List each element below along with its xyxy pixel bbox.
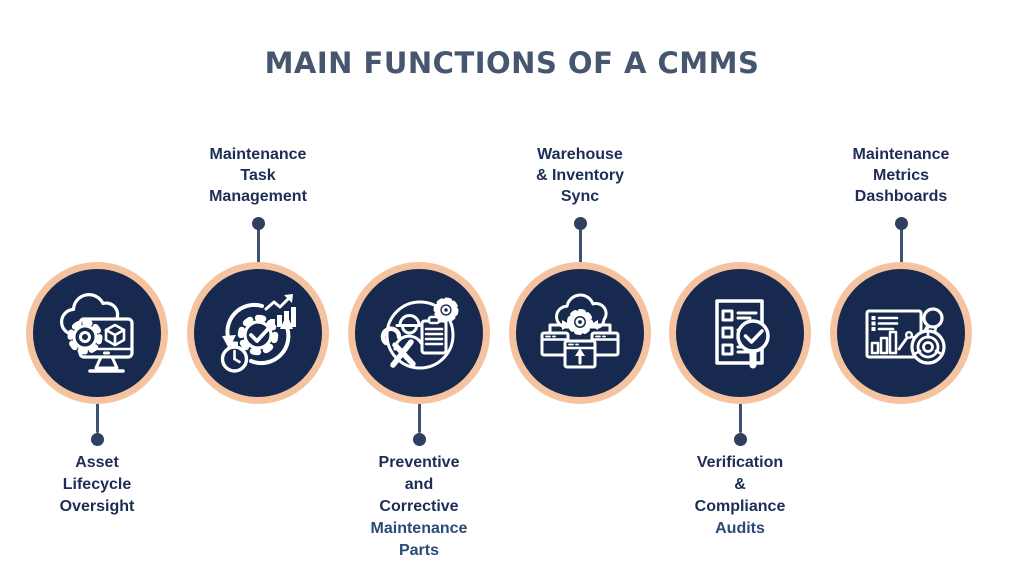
bottom-label-band bbox=[30, 447, 998, 515]
circle-verification-compliance bbox=[669, 262, 811, 404]
label-line: Maintenance bbox=[209, 146, 307, 163]
label-line: Maintenance bbox=[852, 146, 950, 163]
label-line: Preventive bbox=[378, 454, 460, 471]
label-line: Verification bbox=[696, 454, 784, 471]
gear-check-cycle-stopwatch-chart-icon bbox=[220, 294, 296, 373]
label-line-overflow: Audits bbox=[715, 520, 765, 537]
circle-asset-lifecycle bbox=[26, 262, 168, 404]
label-line-overflow: Maintenance bbox=[370, 520, 468, 537]
label-line: Metrics bbox=[872, 167, 930, 184]
connector-line-warehouse bbox=[579, 229, 582, 263]
label-line: Compliance bbox=[694, 498, 786, 515]
page-title: MAIN FUNCTIONS OF A CMMS bbox=[264, 46, 760, 80]
connector-line-asset bbox=[96, 403, 99, 433]
label-warehouse-inventory: Warehouse & Inventory Sync bbox=[470, 144, 690, 207]
label-line: Lifecycle bbox=[62, 476, 132, 493]
label-line: Asset bbox=[75, 454, 119, 471]
connector-dot-preventive bbox=[413, 433, 426, 446]
technician-clipboard-tools-gear-icon bbox=[380, 297, 459, 370]
label-line: and bbox=[404, 476, 434, 493]
label-line: Dashboards bbox=[854, 188, 948, 205]
label-line: Task bbox=[240, 167, 276, 184]
dashboard-analytics-donut-icon bbox=[865, 307, 946, 365]
label-line: Sync bbox=[560, 188, 600, 205]
monitor-cloud-gear-cube-icon bbox=[59, 293, 134, 373]
label-line: Management bbox=[209, 188, 307, 205]
circle-preventive-corrective bbox=[348, 262, 490, 404]
label-line: & bbox=[734, 476, 746, 493]
connector-dot-warehouse bbox=[574, 217, 587, 230]
checklist-magnifier-check-icon bbox=[715, 299, 770, 369]
label-line: Warehouse bbox=[537, 146, 623, 163]
circle-metrics-dashboards bbox=[830, 262, 972, 404]
connector-line-metrics bbox=[900, 229, 903, 263]
connector-dot-verification bbox=[734, 433, 747, 446]
connector-line-preventive bbox=[418, 403, 421, 433]
cloud-gear-windows-sync-icon bbox=[540, 293, 620, 369]
connector-line-task bbox=[257, 229, 260, 263]
label-line: & Inventory bbox=[535, 167, 624, 184]
label-line: Oversight bbox=[59, 498, 135, 515]
connector-dot-asset bbox=[91, 433, 104, 446]
label-line-overflow: Parts bbox=[398, 542, 440, 559]
circle-task-management bbox=[187, 262, 329, 404]
connector-dot-task bbox=[252, 217, 265, 230]
label-verification-compliance: Verification & Compliance Audits bbox=[630, 452, 850, 540]
connector-line-verification bbox=[739, 403, 742, 433]
label-asset-lifecycle: Asset Lifecycle Oversight bbox=[0, 452, 207, 518]
label-task-management: Maintenance Task Management bbox=[148, 144, 368, 207]
label-preventive-corrective: Preventive and Corrective Maintenance Pa… bbox=[309, 452, 529, 562]
label-line: Corrective bbox=[379, 498, 459, 515]
label-metrics-dashboards: Maintenance Metrics Dashboards bbox=[791, 144, 1011, 207]
top-label-band bbox=[142, 141, 974, 214]
connector-dot-metrics bbox=[895, 217, 908, 230]
circle-warehouse-inventory bbox=[509, 262, 651, 404]
